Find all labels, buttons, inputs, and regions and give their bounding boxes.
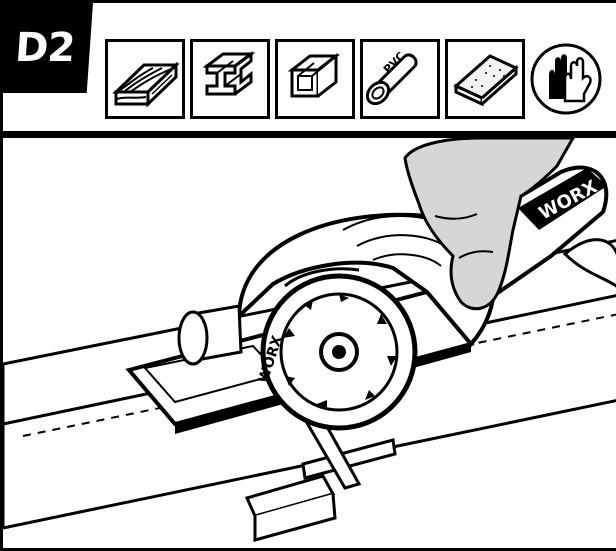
- step-badge: D2: [3, 3, 93, 93]
- tile-slab-icon: [445, 39, 525, 119]
- panel-header: D2: [3, 3, 616, 138]
- pvc-label: PVC: [381, 49, 408, 76]
- i-beam-profile-icon: [190, 39, 270, 119]
- wood-board-icon: [105, 39, 185, 119]
- circular-saw-cutting-illustration: WORX WORX: [3, 138, 616, 548]
- pvc-pipe-icon: PVC: [360, 39, 440, 119]
- protective-gloves-icon: [527, 37, 605, 121]
- square-tube-icon: [275, 39, 355, 119]
